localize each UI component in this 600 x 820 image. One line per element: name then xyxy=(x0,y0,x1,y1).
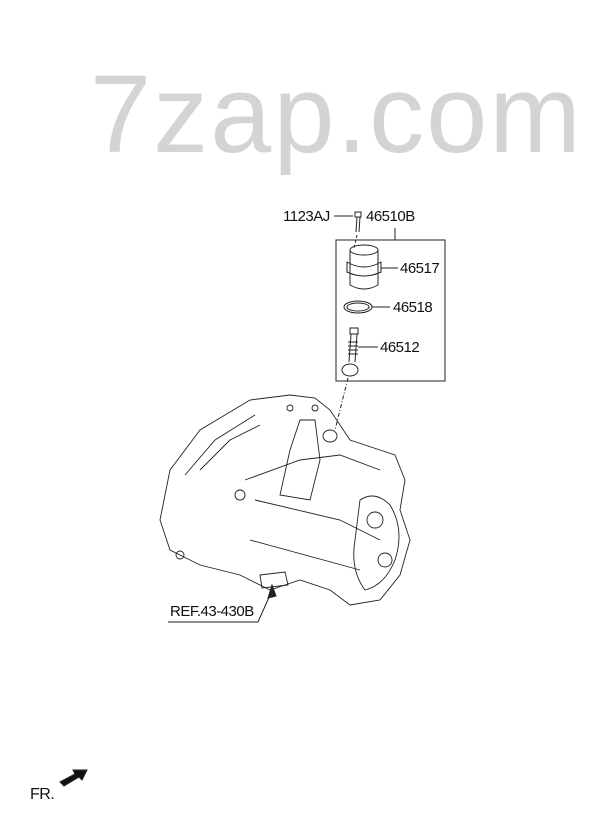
label-reference: REF.43-430B xyxy=(170,603,254,620)
driven-gear-46512 xyxy=(334,327,378,431)
label-46512: 46512 xyxy=(380,339,420,356)
front-arrow-icon xyxy=(59,769,88,787)
label-46510B: 46510B xyxy=(366,208,415,225)
label-46517: 46517 xyxy=(400,260,440,277)
o-ring-46518 xyxy=(343,300,390,314)
reference-leader xyxy=(168,583,277,623)
assembly-box xyxy=(335,228,446,382)
label-46518: 46518 xyxy=(393,299,433,316)
transmission-case xyxy=(159,394,411,606)
label-1123AJ: 1123AJ xyxy=(283,208,330,225)
watermark: 7zap.com xyxy=(90,53,583,176)
label-front: FR. xyxy=(30,786,55,803)
sensor-housing-46517 xyxy=(346,244,398,290)
bolt-1123AJ xyxy=(334,211,362,249)
